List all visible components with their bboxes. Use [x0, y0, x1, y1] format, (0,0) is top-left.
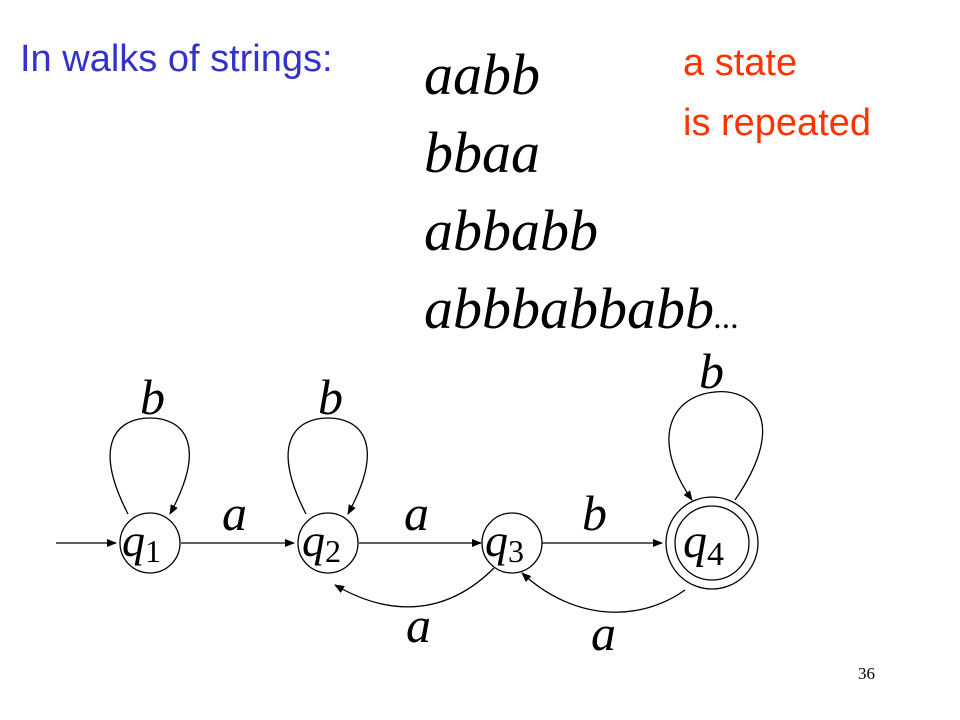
state-q2: q2: [297, 512, 359, 574]
ellipsis: ...: [714, 299, 740, 336]
string-text: abbbabbabb: [424, 276, 714, 341]
string-item: bbaa: [424, 120, 540, 185]
note-line-1: a state: [683, 42, 798, 84]
page-number: 36: [858, 664, 875, 683]
label-q3-q2: a: [406, 597, 431, 653]
label-q2-q3: a: [404, 485, 429, 541]
string-item: abbabb: [424, 198, 598, 263]
state-symbol: q: [302, 515, 325, 566]
accepting-ring: [674, 505, 750, 581]
state-index: 3: [508, 533, 524, 569]
label-q3-q4: b: [582, 485, 607, 541]
state-index: 4: [707, 536, 724, 573]
string-item: abbbabbabb...: [424, 270, 764, 348]
transition-q3-q2: [334, 567, 495, 608]
state-q1: q1: [119, 512, 181, 574]
state-q2-label: q2: [302, 515, 341, 569]
label-q1-q2: a: [222, 485, 247, 541]
note-line-2: is repeated: [683, 102, 872, 144]
state-q4-label: q4: [683, 515, 724, 573]
state-index: 1: [145, 533, 161, 569]
state-q3-label: q3: [485, 515, 524, 569]
self-loop-q4: [668, 391, 764, 501]
string-item: aabb: [424, 42, 540, 107]
self-loop-q2: [287, 417, 368, 515]
label-self-loop-q1: b: [140, 369, 165, 425]
state-q1-label: q1: [122, 515, 161, 569]
string-list: aabb bbaa abbabb abbbabbabb...: [424, 36, 764, 348]
label-q4-q3: a: [591, 605, 616, 661]
transition-q4-q3: [521, 572, 686, 613]
state-symbol: q: [485, 515, 508, 566]
self-loop-q1: [109, 417, 190, 515]
state-symbol: q: [683, 515, 707, 568]
heading: In walks of strings:: [20, 38, 333, 80]
state-q4: q4: [665, 496, 759, 590]
label-self-loop-q4: b: [699, 343, 724, 399]
state-index: 2: [325, 533, 341, 569]
label-self-loop-q2: b: [318, 369, 343, 425]
state-symbol: q: [122, 515, 145, 566]
state-q3: q3: [481, 512, 543, 574]
